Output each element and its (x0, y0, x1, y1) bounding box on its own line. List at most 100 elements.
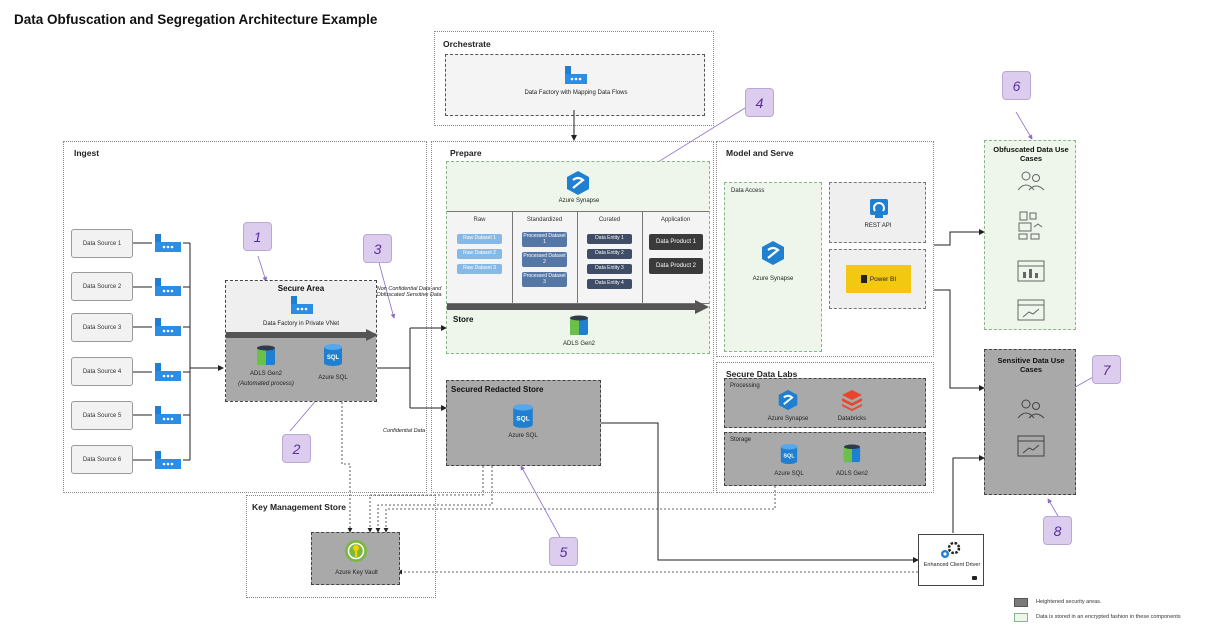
storage-label: Storage (730, 437, 752, 443)
processed-dataset-1[interactable]: Processed Dataset 1 (522, 232, 567, 247)
data-factory-icon (155, 363, 181, 381)
data-factory-icon (155, 278, 181, 296)
secure-area-adls: ADLS Gen2 (249, 371, 283, 377)
data-source-2[interactable]: Data Source 2 (71, 272, 133, 301)
processing-databricks: Databricks (837, 416, 867, 422)
legend-heightened-swatch (1014, 598, 1028, 607)
power-bi-tile[interactable]: Power BI (846, 265, 911, 293)
svg-text:SQL: SQL (783, 454, 795, 460)
sensitive-use-label: Sensitive Data Use Cases (997, 356, 1065, 374)
lock-icon (972, 576, 977, 580)
store-adls: ADLS Gen2 (562, 341, 596, 347)
confidential-label: Confidential Data (383, 428, 426, 434)
redacted-store-label: Secured Redacted Store (451, 385, 544, 394)
raw-dataset-3[interactable]: Raw Dataset 3 (457, 264, 502, 274)
data-access-area: Data Access Azure Synapse (724, 182, 822, 352)
orchestrate-region: Orchestrate Data Factory with Mapping Da… (434, 31, 714, 126)
client-driver-icon (941, 541, 961, 558)
flow-arrow (226, 329, 378, 341)
non-confidential-label: Non Confidential Data and Obfuscated Sen… (376, 286, 442, 298)
data-factory-icon (291, 296, 313, 314)
data-factory-icon (155, 451, 181, 469)
data-entity-1[interactable]: Data Entity 1 (587, 234, 632, 244)
column-head-raw: Raw (473, 217, 486, 223)
processed-dataset-3[interactable]: Processed Dataset 3 (522, 272, 567, 287)
legend-heightened-text: Heightened security areas. (1036, 599, 1102, 605)
data-entity-4[interactable]: Data Entity 4 (587, 279, 632, 289)
key-vault-box: Azure Key Vault (311, 532, 400, 585)
rest-api-icon (870, 199, 888, 218)
data-product-2[interactable]: Data Product 2 (649, 258, 703, 274)
processing-synapse: Azure Synapse (767, 416, 809, 422)
data-access-label: Data Access (731, 188, 765, 194)
databricks-icon (842, 390, 862, 411)
marker-6: 6 (1002, 71, 1031, 100)
legend-encrypted-swatch (1014, 613, 1028, 622)
prepare-encrypted-area: Azure Synapse Raw Standardized Curated A… (446, 161, 710, 354)
adls-gen2-icon (570, 315, 588, 335)
data-source-3[interactable]: Data Source 3 (71, 313, 133, 342)
data-entity-2[interactable]: Data Entity 2 (587, 249, 632, 259)
azure-sql-icon: SQL (513, 404, 533, 428)
column-head-application: Application (660, 217, 691, 223)
data-factory-icon (155, 406, 181, 424)
data-factory-icon (155, 318, 181, 336)
rest-api-label: REST API (864, 223, 892, 229)
azure-synapse-icon (762, 241, 784, 265)
client-driver-box: Enhanced Client Driver (918, 534, 984, 586)
marker-1: 1 (243, 222, 272, 251)
page-title: Data Obfuscation and Segregation Archite… (14, 12, 378, 27)
key-mgmt-label: Key Management Store (252, 502, 346, 512)
adls-gen2-icon (257, 345, 275, 365)
processing-area: Processing Azure Synapse Databricks (724, 378, 926, 428)
prepare-table: Raw Standardized Curated Application Raw… (447, 211, 709, 304)
column-head-curated: Curated (598, 217, 621, 223)
secure-area-adls-note: (Automated process) (238, 381, 294, 387)
raw-dataset-1[interactable]: Raw Dataset 1 (457, 234, 502, 244)
data-product-1[interactable]: Data Product 1 (649, 234, 703, 250)
marker-4: 4 (745, 88, 774, 117)
report-chart-icon (1017, 435, 1045, 457)
key-vault-label: Azure Key Vault (335, 570, 378, 576)
client-driver-label: Enhanced Client Driver (923, 562, 981, 568)
data-source-6[interactable]: Data Source 6 (71, 445, 133, 474)
orchestrate-box: Data Factory with Mapping Data Flows (445, 54, 705, 116)
power-bi-box: Power BI (829, 249, 926, 309)
key-vault-icon (345, 540, 367, 562)
processed-dataset-2[interactable]: Processed Dataset 2 (522, 252, 567, 267)
marker-3: 3 (363, 234, 392, 263)
people-icon (1017, 399, 1045, 419)
orchestrate-item: Data Factory with Mapping Data Flows (524, 90, 628, 96)
data-factory-icon (155, 234, 181, 252)
storage-area: Storage SQL Azure SQL ADLS Gen2 (724, 432, 926, 486)
people-icon (1017, 171, 1045, 191)
rest-api-box: REST API (829, 182, 926, 243)
dashboard-icon (1017, 260, 1045, 282)
legend-encrypted-text: Data is stored in an encrypted fashion i… (1036, 614, 1181, 620)
power-bi-icon (860, 275, 867, 283)
redacted-store: Secured Redacted Store SQL Azure SQL (446, 380, 601, 466)
svg-text:SQL: SQL (516, 415, 529, 422)
store-label: Store (453, 315, 474, 324)
marker-8: 8 (1043, 516, 1072, 545)
raw-dataset-2[interactable]: Raw Dataset 2 (457, 249, 502, 259)
azure-synapse-icon (778, 389, 798, 411)
data-source-5[interactable]: Data Source 5 (71, 401, 133, 430)
azure-sql-icon: SQL (780, 444, 798, 464)
column-head-standardized: Standardized (526, 217, 563, 223)
data-source-4[interactable]: Data Source 4 (71, 357, 133, 386)
processing-label: Processing (730, 383, 760, 389)
data-source-1[interactable]: Data Source 1 (71, 229, 133, 258)
sensitive-use-cases: Sensitive Data Use Cases (984, 349, 1076, 495)
store-flow-arrow (447, 300, 709, 314)
storage-sql: Azure SQL (774, 471, 804, 477)
redacted-store-sql: Azure SQL (508, 433, 538, 439)
prepare-synapse: Azure Synapse (558, 198, 600, 204)
storage-adls: ADLS Gen2 (835, 471, 869, 477)
obfuscated-use-cases: Obfuscated Data Use Cases (984, 140, 1076, 330)
data-factory-icon (565, 66, 587, 84)
secure-area-sql: Azure SQL (318, 375, 348, 381)
data-entity-3[interactable]: Data Entity 3 (587, 264, 632, 274)
secure-area-label: Secure Area (277, 284, 325, 293)
